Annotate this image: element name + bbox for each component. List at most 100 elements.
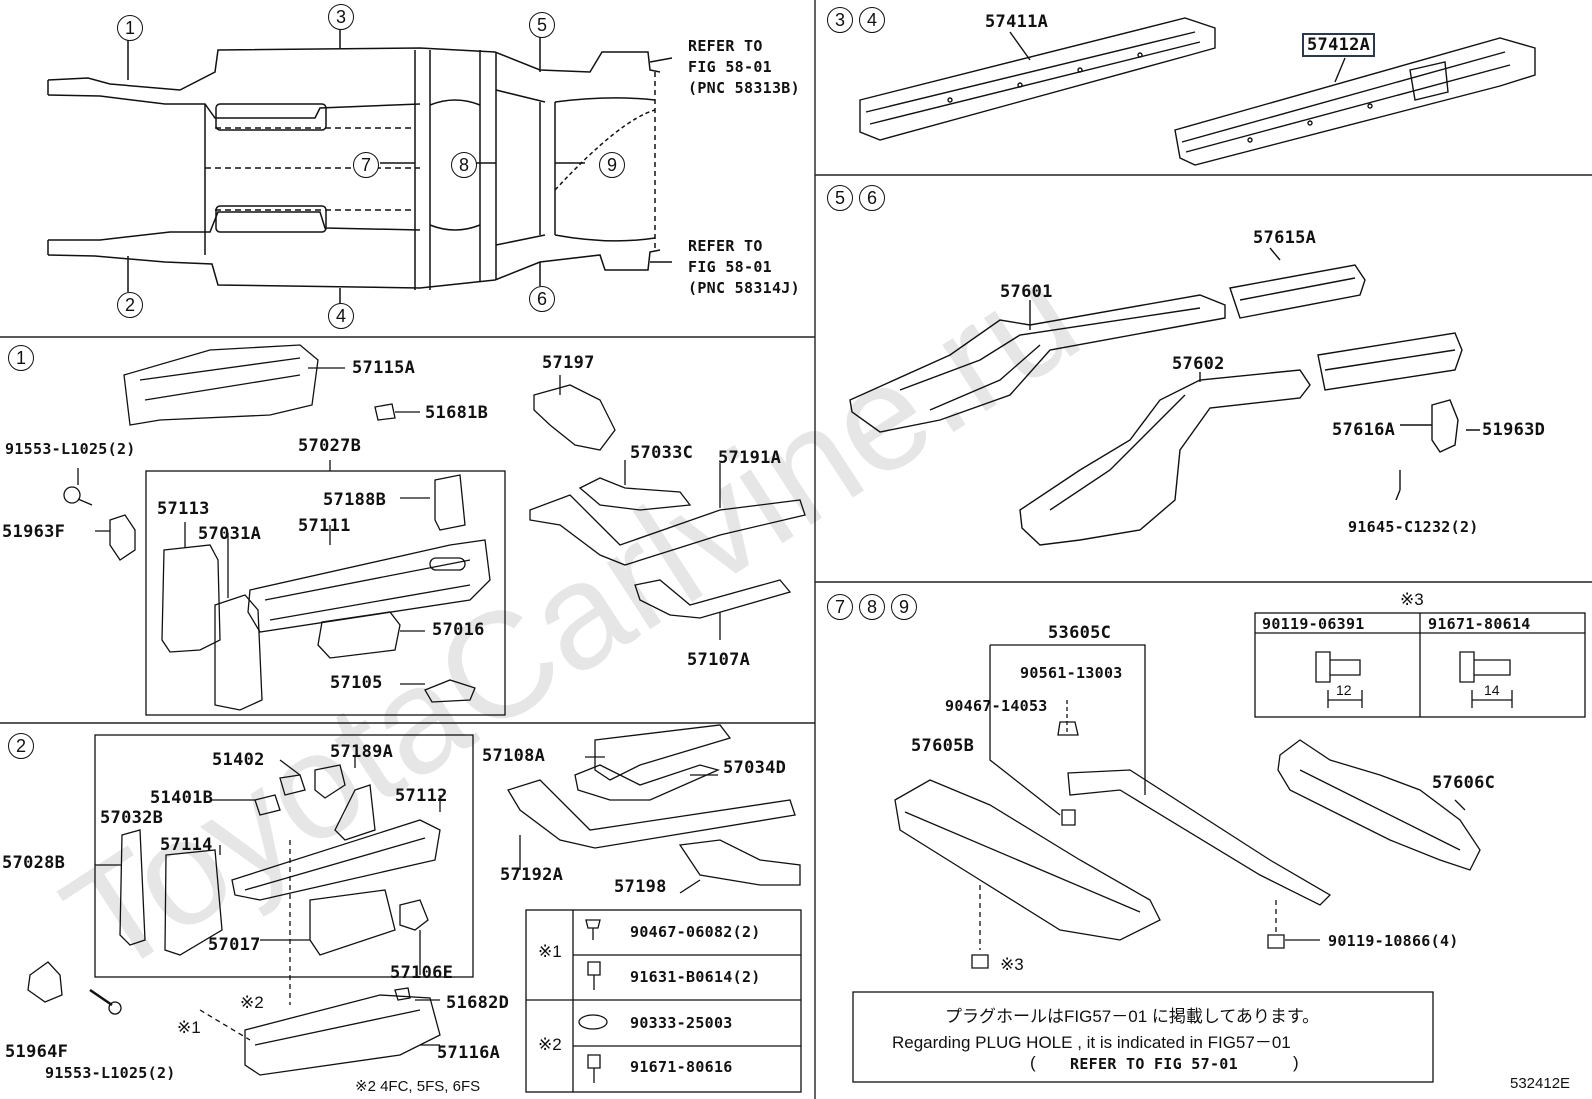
- part-51681B[interactable]: 51681B: [425, 403, 489, 423]
- part-57017[interactable]: 57017: [208, 935, 261, 955]
- figure-code: 532412E: [1510, 1075, 1571, 1092]
- bolt-table-mark: ※3: [1400, 590, 1424, 609]
- part-57188B[interactable]: 57188B: [323, 490, 387, 510]
- part-57107A[interactable]: 57107A: [687, 650, 751, 670]
- sec34-callout-4: 4: [859, 7, 885, 33]
- part-57192A[interactable]: 57192A: [500, 865, 564, 885]
- part-57027B[interactable]: 57027B: [298, 436, 362, 456]
- part-57115A[interactable]: 57115A: [352, 358, 416, 378]
- section2-parts-drawing: [27, 724, 801, 1076]
- part-57601[interactable]: 57601: [1000, 282, 1053, 302]
- refer-top-line2: FIG 58-01: [688, 58, 772, 76]
- part-91631-B0614[interactable]: 91631-B0614(2): [630, 968, 761, 986]
- index-callout-5: 5: [529, 12, 555, 38]
- index-callout-6: 6: [529, 286, 555, 312]
- bolt-size-table: [1254, 612, 1586, 718]
- part-57114[interactable]: 57114: [160, 835, 213, 855]
- part-91553-L1025-b[interactable]: 91553-L1025(2): [45, 1064, 176, 1082]
- part-90119-10866[interactable]: 90119-10866(4): [1328, 932, 1459, 950]
- marker-2: ※2: [240, 993, 264, 1012]
- sec56-callout-6: 6: [859, 185, 885, 211]
- legend-mark-1: ※1: [538, 942, 562, 961]
- rocker-rails-drawing: [859, 17, 1536, 166]
- part-57116A[interactable]: 57116A: [437, 1043, 501, 1063]
- part-51401B[interactable]: 51401B: [150, 788, 214, 808]
- part-57105[interactable]: 57105: [330, 673, 383, 693]
- part-57112[interactable]: 57112: [395, 786, 448, 806]
- part-51963D[interactable]: 51963D: [1482, 420, 1546, 440]
- index-callout-2: 2: [117, 292, 143, 318]
- part-57602[interactable]: 57602: [1172, 354, 1225, 374]
- part-51402[interactable]: 51402: [212, 750, 265, 770]
- rear-frame-drawing: [849, 247, 1480, 546]
- index-chassis-drawing: [47, 28, 673, 305]
- index-callout-4: 4: [328, 303, 354, 329]
- part-51682D[interactable]: 51682D: [446, 993, 510, 1013]
- plug-note-paren-close: ): [1293, 1053, 1299, 1072]
- part-57412A[interactable]: 57412A: [1302, 33, 1376, 57]
- part-90333-25003[interactable]: 90333-25003: [630, 1014, 733, 1032]
- part-57113[interactable]: 57113: [157, 499, 210, 519]
- sec56-callout-5: 5: [827, 185, 853, 211]
- part-57016[interactable]: 57016: [432, 620, 485, 640]
- part-51963F[interactable]: 51963F: [2, 522, 66, 542]
- sec789-callout-7: 7: [827, 594, 853, 620]
- part-90467-06082[interactable]: 90467-06082(2): [630, 923, 761, 941]
- part-91645-C1232[interactable]: 91645-C1232(2): [1348, 518, 1479, 536]
- part-57028B[interactable]: 57028B: [2, 853, 66, 873]
- refer-bot-line1: REFER TO: [688, 237, 763, 255]
- part-57189A[interactable]: 57189A: [330, 742, 394, 762]
- plug-note-ref[interactable]: REFER TO FIG 57-01: [1070, 1055, 1238, 1073]
- part-90467-14053[interactable]: 90467-14053: [945, 697, 1048, 715]
- plug-note-en: Regarding PLUG HOLE , it is indicated in…: [892, 1033, 1291, 1052]
- part-57191A[interactable]: 57191A: [718, 448, 782, 468]
- part-57411A[interactable]: 57411A: [985, 12, 1049, 32]
- part-90561-13003[interactable]: 90561-13003: [1020, 664, 1123, 682]
- part-57198[interactable]: 57198: [614, 877, 667, 897]
- refer-top-line1: REFER TO: [688, 37, 763, 55]
- index-callout-3: 3: [328, 4, 354, 30]
- bolt-dim-14: 14: [1484, 682, 1500, 698]
- index-callout-9: 9: [599, 152, 625, 178]
- bolt-table-col1[interactable]: 90119-06391: [1262, 615, 1365, 633]
- fastener-legend-table: [525, 909, 802, 1093]
- legend-mark-2: ※2: [538, 1035, 562, 1054]
- note-2-models: ※2 4FC, 5FS, 6FS: [355, 1078, 481, 1095]
- part-57108A[interactable]: 57108A: [482, 746, 546, 766]
- plug-note-paren-open: (: [1030, 1053, 1036, 1072]
- plug-note-jp: プラグホールはFIG57－01 に掲載してあります。: [945, 1007, 1320, 1026]
- index-callout-7: 7: [353, 152, 379, 178]
- bolt-dim-12: 12: [1336, 682, 1352, 698]
- part-57615A[interactable]: 57615A: [1253, 228, 1317, 248]
- index-callout-1: 1: [117, 15, 143, 41]
- part-91553-L1025[interactable]: 91553-L1025(2): [5, 440, 136, 458]
- marker-3: ※3: [1000, 955, 1024, 974]
- part-53605C[interactable]: 53605C: [1048, 623, 1112, 643]
- part-51964F[interactable]: 51964F: [5, 1042, 69, 1062]
- watermark: ToyotaCarlvine.ru: [36, 230, 1106, 1007]
- part-57033C[interactable]: 57033C: [630, 443, 694, 463]
- part-57616A[interactable]: 57616A: [1332, 420, 1396, 440]
- part-57197[interactable]: 57197: [542, 353, 595, 373]
- sec789-callout-9: 9: [891, 594, 917, 620]
- part-57034D[interactable]: 57034D: [723, 758, 787, 778]
- plug-note-box: [852, 991, 1434, 1083]
- sec2-callout-2: 2: [8, 733, 34, 759]
- part-57032B[interactable]: 57032B: [100, 808, 164, 828]
- section1-parts-drawing: [63, 344, 806, 716]
- part-91671-80616[interactable]: 91671-80616: [630, 1058, 733, 1076]
- refer-bot-line3: (PNC 58314J): [688, 279, 800, 297]
- marker-1: ※1: [177, 1018, 201, 1037]
- part-57606C[interactable]: 57606C: [1432, 773, 1496, 793]
- sec34-callout-3: 3: [827, 7, 853, 33]
- part-57605B[interactable]: 57605B: [911, 736, 975, 756]
- refer-bot-line2: FIG 58-01: [688, 258, 772, 276]
- part-57031A[interactable]: 57031A: [198, 524, 262, 544]
- part-57111[interactable]: 57111: [298, 516, 351, 536]
- bolt-table-col2[interactable]: 91671-80614: [1428, 615, 1531, 633]
- sec789-callout-8: 8: [859, 594, 885, 620]
- index-callout-8: 8: [451, 152, 477, 178]
- part-57106E[interactable]: 57106E: [390, 963, 454, 983]
